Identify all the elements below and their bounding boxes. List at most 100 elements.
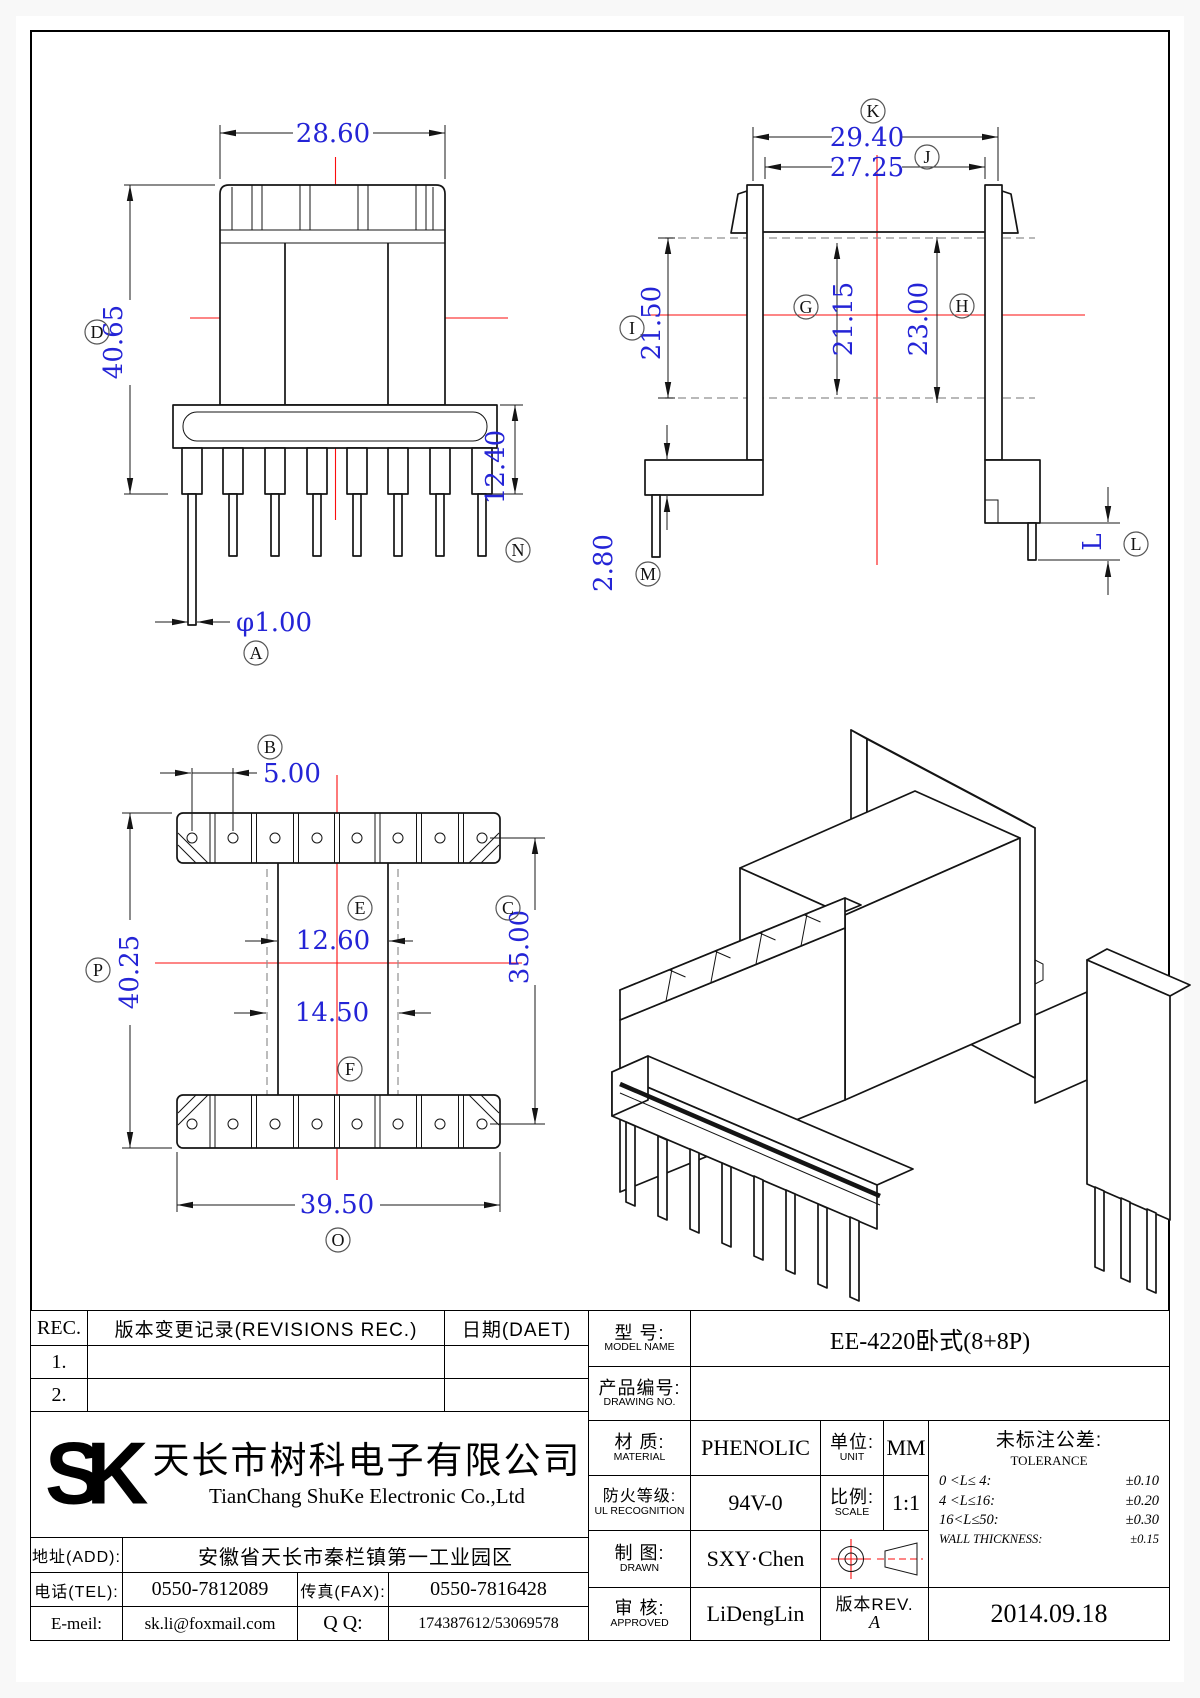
tolerance-title: 未标注公差:: [995, 1430, 1103, 1451]
tolerance-title-en: TOLERANCE: [1010, 1453, 1088, 1468]
dim-label-b: B: [257, 734, 283, 760]
dim-i: 21.50: [637, 286, 667, 360]
fire-label: 防火等级:UL RECOGNITION: [588, 1475, 691, 1531]
rev-col-record: 版本变更记录(REVISIONS REC.): [87, 1310, 445, 1346]
dim-j: 27.25: [830, 153, 904, 183]
first-angle-projection-icon: [830, 1539, 923, 1579]
approved-value: LiDengLin: [690, 1587, 821, 1641]
svg-text:L: L: [1131, 534, 1142, 554]
tel-label: 电话(TEL):: [30, 1572, 123, 1607]
front-view: 28.60 40.65 D 12.40 N φ1.00 A: [84, 119, 531, 666]
material-value: PHENOLIC: [690, 1420, 821, 1476]
dim-pin-length: 12.40: [481, 430, 511, 504]
svg-text:P: P: [93, 960, 103, 980]
svg-text:G: G: [800, 297, 813, 317]
rev-cell: 版本REV. A: [820, 1587, 929, 1641]
fax-value: 0550-7816428: [388, 1572, 589, 1607]
qq-value: 174387612/53069578: [388, 1606, 589, 1641]
dim-label-h: H: [949, 293, 975, 319]
dim-pin-dia: φ1.00: [236, 608, 312, 638]
company-logo: SK: [45, 1424, 149, 1523]
tol-value-4: ±0.15: [1130, 1531, 1159, 1546]
svg-text:N: N: [512, 540, 525, 560]
fax-label: 传真(FAX):: [297, 1572, 389, 1607]
svg-text:F: F: [345, 1059, 355, 1079]
fire-value: 94V-0: [690, 1475, 821, 1531]
svg-text:D: D: [91, 322, 104, 342]
dim-label-o: O: [325, 1227, 351, 1253]
date-value: 2014.09.18: [928, 1587, 1170, 1641]
svg-text:H: H: [956, 296, 969, 316]
model-value: EE-4220卧式(8+8P): [690, 1310, 1170, 1367]
email-value: sk.li@foxmail.com: [122, 1606, 298, 1641]
dim-label-e: E: [347, 895, 373, 921]
svg-text:O: O: [332, 1230, 345, 1250]
unit-label: 单位:UNIT: [820, 1420, 884, 1476]
rev-col-rec: REC.: [30, 1310, 88, 1346]
rev-row-1-date: [444, 1345, 589, 1379]
tol-value-3: ±0.30: [1125, 1512, 1159, 1529]
pin-holes: [186, 832, 488, 1130]
dim-width: 28.60: [296, 119, 370, 149]
svg-text:I: I: [629, 318, 635, 338]
dim-label-n: N: [505, 537, 531, 563]
dim-h: 23.00: [904, 282, 934, 356]
company-block: SK 天长市树科电子有限公司 TianChang ShuKe Electroni…: [30, 1411, 589, 1538]
tol-range-1: 0 <L≤ 4:: [939, 1473, 992, 1489]
drawing-no-label: 产品编号:DRAWING NO.: [588, 1366, 691, 1421]
svg-text:C: C: [502, 898, 514, 918]
dim-label-j: J: [914, 144, 940, 170]
scale-label: 比例:SCALE: [820, 1475, 884, 1531]
rev-row-2-date: [444, 1378, 589, 1412]
svg-text:K: K: [867, 101, 880, 121]
dim-label-i: I: [619, 315, 645, 341]
drawn-value: SXY·Chen: [690, 1530, 821, 1588]
dim-label-l: L: [1123, 531, 1149, 557]
dim-f: 14.50: [295, 998, 369, 1028]
dim-label-d: D: [84, 319, 110, 345]
dim-p: 40.25: [115, 935, 145, 1009]
svg-text:E: E: [355, 898, 366, 918]
side-view: 29.40 K 27.25 J 21.50 I 21.15 G 23.00 H …: [589, 98, 1149, 595]
scale-value: 1:1: [883, 1475, 929, 1531]
qq-label: Q Q:: [297, 1606, 389, 1641]
tol-value-1: ±0.10: [1125, 1473, 1159, 1489]
dim-label-m: M: [635, 561, 661, 587]
title-block: REC. 版本变更记录(REVISIONS REC.) 日期(DAET) 1. …: [30, 1310, 1170, 1641]
tol-value-2: ±0.20: [1125, 1492, 1159, 1509]
tol-range-4: WALL THICKNESS:: [939, 1531, 1043, 1546]
unit-value: MM: [883, 1420, 929, 1476]
projection-symbol: [820, 1530, 929, 1588]
dim-m: 2.80: [589, 534, 619, 592]
dim-label-g: G: [793, 294, 819, 320]
approved-label: 审 核:APPROVED: [588, 1587, 691, 1641]
dim-e: 12.60: [296, 926, 370, 956]
tolerance-block: 未标注公差: TOLERANCE 0 <L≤ 4:±0.10 4 <L≤16:±…: [928, 1420, 1170, 1588]
dim-b: 5.00: [263, 759, 321, 789]
dim-label-p: P: [85, 957, 111, 983]
email-label: E-meil:: [30, 1606, 123, 1641]
address-label: 地址(ADD):: [30, 1537, 123, 1573]
company-name-cn: 天长市树科电子有限公司: [152, 1440, 582, 1482]
rev-row-2-record: [87, 1378, 445, 1412]
drawn-label: 制 图:DRAWN: [588, 1530, 691, 1588]
tol-range-3: 16<L≤50:: [939, 1512, 999, 1529]
rev-value: A: [869, 1612, 880, 1633]
dim-label-k: K: [860, 98, 886, 124]
svg-text:M: M: [640, 564, 656, 584]
rev-row-1-record: [87, 1345, 445, 1379]
rev-row-2: 2.: [30, 1378, 88, 1412]
dim-label-a: A: [243, 640, 269, 666]
dim-o: 39.50: [300, 1190, 374, 1220]
pin-teeth: [181, 447, 493, 495]
material-label: 材 质:MATERIAL: [588, 1420, 691, 1476]
dim-label-c: C: [495, 895, 521, 921]
svg-text:J: J: [923, 147, 930, 167]
drawing-no-value: [690, 1366, 1170, 1421]
top-view: 5.00 B 12.60 E 14.50 F 40.25 P 35.00 C 3…: [85, 734, 545, 1253]
dim-label-f: F: [337, 1056, 363, 1082]
dim-l: L: [1078, 533, 1108, 550]
svg-text:B: B: [264, 737, 276, 757]
rev-col-date: 日期(DAET): [444, 1310, 589, 1346]
